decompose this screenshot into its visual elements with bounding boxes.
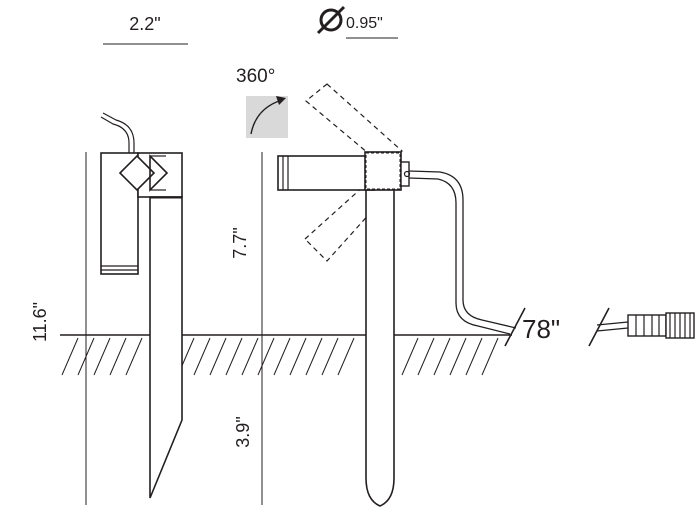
- front-view-cable: [408, 170, 517, 329]
- rotation-label: 360°: [236, 66, 275, 87]
- cable-length-label: 78": [522, 314, 560, 344]
- cable-break-left: [504, 307, 526, 347]
- diameter-symbol-icon: [316, 5, 346, 35]
- side-view-cable: [100, 116, 130, 153]
- front-view-lamp-head: [277, 155, 375, 191]
- width-label: 2.2": [129, 14, 160, 34]
- diameter-label: 0.95": [346, 15, 383, 32]
- rotated-position-up: [305, 83, 403, 170]
- side-view-fixture: [100, 112, 183, 499]
- rotation-box: [246, 96, 288, 138]
- rotation-arrow-icon: [250, 96, 286, 135]
- total-height-label: 11.6": [30, 302, 50, 342]
- upper-height-label: 7.7": [230, 227, 250, 258]
- front-view-spike: [365, 190, 395, 507]
- side-view-spike: [149, 196, 183, 499]
- lower-height-label: 3.9": [233, 416, 253, 447]
- diameter-dimension: 0.95": [316, 5, 398, 39]
- front-view-mount: [364, 151, 402, 191]
- front-view-fixture: [277, 83, 695, 507]
- soil-hatching: [61, 337, 499, 376]
- cable-break-right: [588, 307, 610, 347]
- cable-connector-icon: [627, 312, 695, 339]
- rotation-indicator: 360°: [236, 66, 288, 138]
- width-dimension: 2.2": [103, 14, 188, 45]
